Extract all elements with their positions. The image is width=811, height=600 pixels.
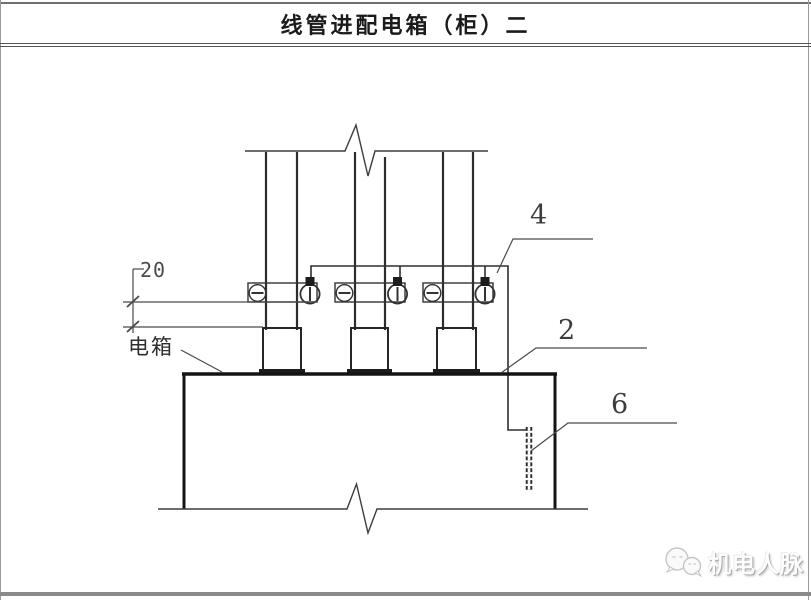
- title-separator-line: [0, 43, 811, 44]
- leader-4: [496, 238, 593, 274]
- dimension-20-lines: [123, 268, 317, 333]
- watermark-brand: 机电人脉: [662, 544, 804, 580]
- dimension-20-value: 20: [140, 258, 167, 282]
- title-separator-line-2: [0, 46, 811, 47]
- leader-2: [500, 347, 647, 374]
- pipe-clamp-1: [247, 277, 321, 305]
- enclosure-box: [158, 372, 588, 536]
- brand-name: 机电人脉: [708, 551, 804, 577]
- screw-head-icon: [248, 284, 267, 303]
- box-label: 电箱: [128, 335, 174, 359]
- screw-head-icon: [335, 284, 354, 303]
- conduit-sleeves: [259, 327, 480, 374]
- conduit-pipes: [264, 152, 475, 330]
- leader-6: [530, 422, 677, 452]
- leader-lines: [180, 238, 677, 452]
- ground-wire: [310, 265, 527, 431]
- page-title: 线管进配电箱（柜）二: [280, 12, 531, 38]
- screw-head-icon: [423, 284, 442, 303]
- callout-6: 6: [611, 389, 629, 420]
- pipe-clamp-3: [422, 277, 496, 305]
- wechat-bubbles-icon: [665, 547, 703, 578]
- pipe-clamps: [247, 277, 496, 305]
- frame-left-border: [0, 0, 1, 600]
- leader-box-label: [180, 349, 223, 373]
- callout-4: 4: [530, 200, 548, 231]
- pipe-clamp-2: [334, 277, 408, 305]
- title-bar: 线管进配电箱（柜）二: [0, 4, 811, 43]
- callout-2: 2: [558, 315, 576, 346]
- ceiling-break-line: [245, 122, 488, 177]
- frame-bottom-border: [0, 592, 811, 596]
- frame-top-border: [0, 2, 811, 4]
- frame-right-border: [808, 0, 809, 600]
